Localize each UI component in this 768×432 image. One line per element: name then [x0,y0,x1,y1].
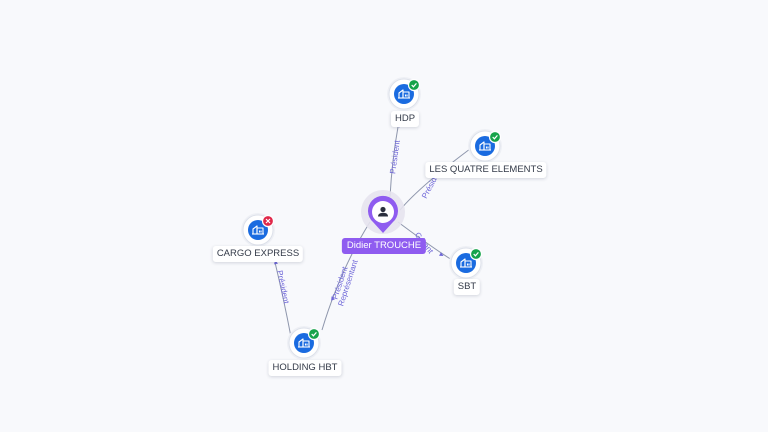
edge-hbt-cargo [273,257,292,338]
company-node-circle [456,253,476,273]
edge-person-hbt [321,221,371,331]
company-building-icon [252,225,264,235]
status-active-icon [407,78,421,92]
edge-arrowhead [439,252,444,256]
status-active-icon [469,247,483,261]
company-node-circle [248,220,268,240]
company-name-label[interactable]: CARGO EXPRESS [212,246,304,262]
company-name-label[interactable]: HDP [390,111,420,127]
edge-arrowhead [331,296,335,301]
company-node-sbt[interactable] [449,246,483,280]
status-closed-icon [261,214,275,228]
company-building-icon [479,141,491,151]
company-building-icon [398,89,410,99]
company-node-hdp[interactable] [387,77,421,111]
person-icon [378,206,388,217]
company-node-lqe[interactable] [468,129,502,163]
company-building-icon [298,338,310,348]
status-active-icon [307,327,321,341]
person-name-label[interactable]: Didier TROUCHE [341,238,427,254]
company-name-label[interactable]: LES QUATRE ELEMENTS [425,162,547,178]
person-node[interactable] [361,190,405,234]
edge-person-sbt [397,221,453,261]
company-node-hbt[interactable] [287,326,321,360]
edge-person-hdp [389,126,399,198]
status-active-icon [488,130,502,144]
company-name-label[interactable]: HOLDING HBT [268,360,342,376]
company-name-label[interactable]: SBT [453,279,481,295]
company-node-circle [394,84,414,104]
edge-person-lqe [399,145,475,211]
company-node-circle [475,136,495,156]
company-node-cargo[interactable] [241,213,275,247]
company-building-icon [460,258,472,268]
company-node-circle [294,333,314,353]
